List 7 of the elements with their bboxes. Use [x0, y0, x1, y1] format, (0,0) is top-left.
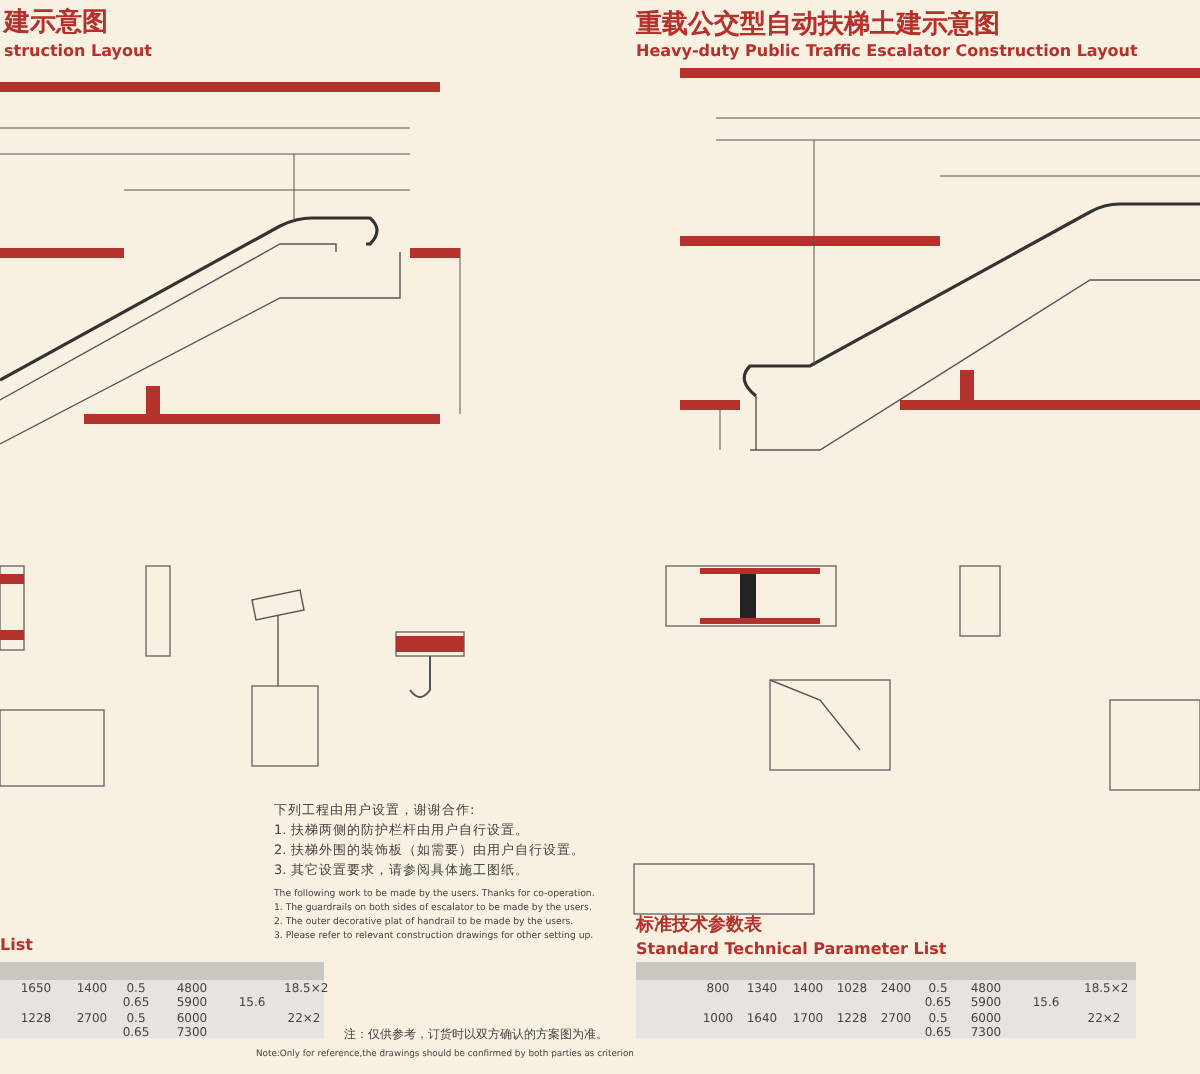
- heading-text: struction Layout: [4, 42, 152, 61]
- diagram-title: 重载公交型自动扶梯土建示意图: [636, 12, 1000, 42]
- heading-text: 建示意图: [4, 10, 108, 40]
- heading-text: List: [0, 936, 33, 955]
- heading-text: 标准技术参数表: [636, 916, 762, 937]
- heading-text: Standard Technical Parameter List: [636, 940, 947, 959]
- heading-text: Heavy-duty Public Traffic Escalator Construction Layout: [636, 42, 1138, 61]
